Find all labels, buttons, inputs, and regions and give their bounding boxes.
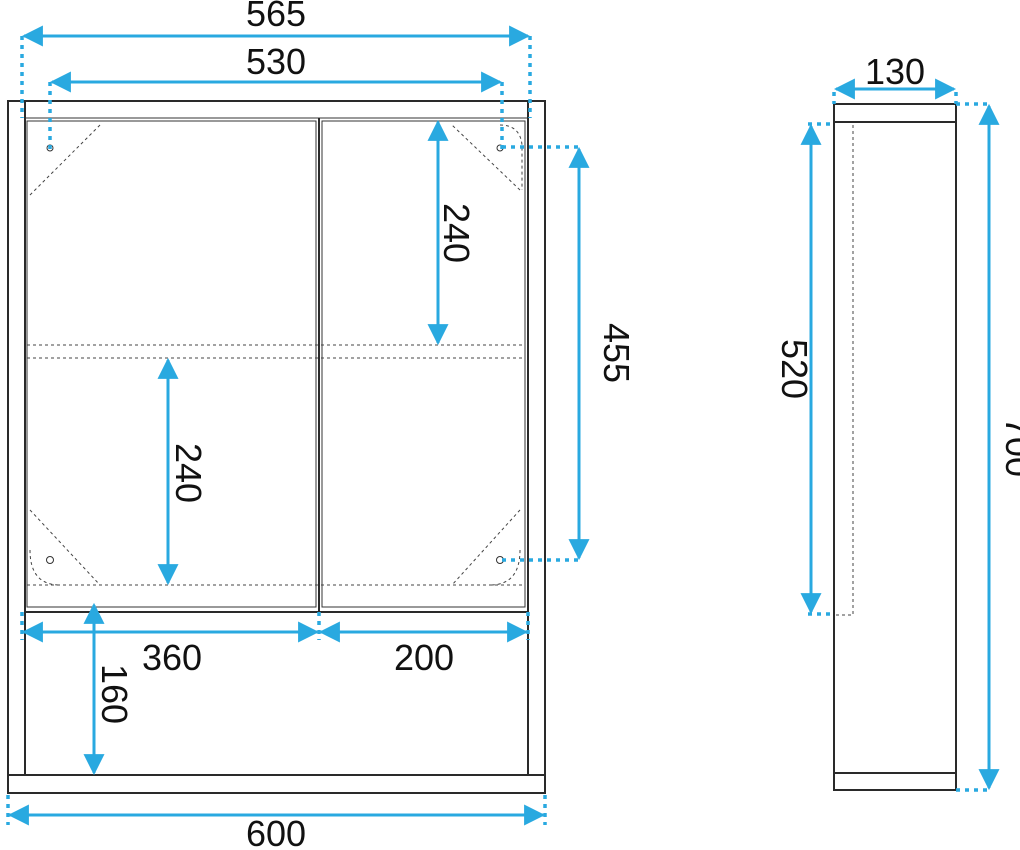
label-565: 565 — [246, 0, 306, 34]
label-360: 360 — [142, 637, 202, 678]
right-door — [321, 120, 526, 608]
hinge-curve-tr — [499, 124, 523, 190]
side-view — [833, 103, 957, 791]
hinge-hint-br — [451, 509, 521, 586]
hinge-curve-bl — [29, 549, 61, 586]
hinge-hint-bl — [29, 509, 101, 586]
label-520: 520 — [774, 339, 815, 399]
hole-bl — [46, 556, 54, 564]
label-455: 455 — [596, 323, 637, 383]
label-130: 130 — [865, 51, 925, 92]
front-view — [7, 100, 546, 794]
label-700: 700 — [998, 417, 1020, 477]
label-530: 530 — [246, 41, 306, 82]
label-600: 600 — [246, 813, 306, 850]
label-160: 160 — [94, 664, 135, 724]
hinge-hint-tr — [451, 124, 521, 191]
dimension-labels: 565 530 600 360 200 455 240 240 160 130 … — [94, 0, 1020, 850]
label-240-lower: 240 — [168, 443, 209, 503]
side-outer-frame — [833, 103, 957, 791]
hinge-curve-br — [489, 549, 521, 586]
cabinet-outer-frame — [7, 100, 546, 794]
left-door — [26, 120, 317, 608]
dimensions — [6, 25, 1000, 826]
label-200: 200 — [394, 637, 454, 678]
label-240-upper: 240 — [436, 203, 477, 263]
hinge-hint-tl — [29, 124, 101, 196]
side-door-hint — [836, 125, 854, 616]
